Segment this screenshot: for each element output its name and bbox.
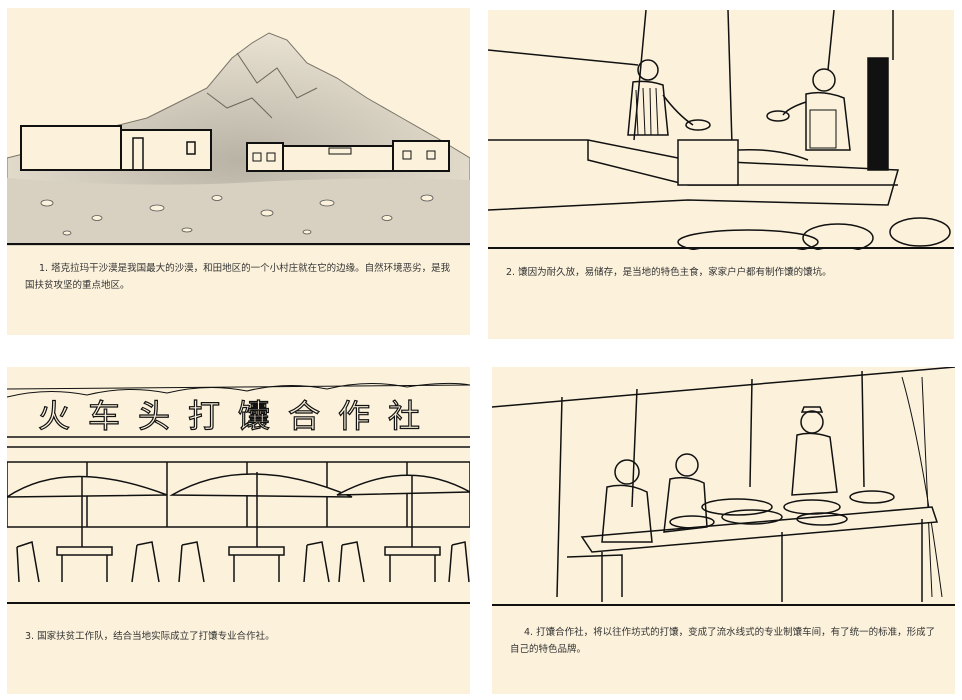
panel-number: 3. (25, 631, 35, 642)
panel-caption: 2. 馕因为耐久放，易储存，是当地的特色主食，家家户户都有制作馕的馕坑。 (506, 264, 940, 281)
cooperative-sign-text: 火车头打馕合作社 (38, 397, 438, 435)
caption-text: 塔克拉玛干沙漠是我国最大的沙漠，和田地区的一个小村庄就在它的边缘。自然环境恶劣，… (25, 263, 451, 291)
panel-number: 2. (506, 267, 516, 278)
panel-caption: 3. 国家扶贫工作队，结合当地实际成立了打馕专业合作社。 (25, 628, 456, 645)
caption-text: 国家扶贫工作队，结合当地实际成立了打馕专业合作社。 (37, 631, 275, 642)
panel-caption: 1. 塔克拉玛干沙漠是我国最大的沙漠，和田地区的一个小村庄就在它的边缘。自然环境… (25, 260, 456, 294)
comic-panel-4: 4. 打馕合作社，将以往作坊式的打馕，变成了流水线式的专业制馕车间，有了统一的标… (492, 367, 955, 694)
panel-caption: 4. 打馕合作社，将以往作坊式的打馕，变成了流水线式的专业制馕车间，有了统一的标… (510, 624, 941, 658)
panel-number: 4. (524, 627, 534, 638)
caption-text: 馕因为耐久放，易储存，是当地的特色主食，家家户户都有制作馕的馕坑。 (518, 267, 832, 278)
comic-panel-1: 1. 塔克拉玛干沙漠是我国最大的沙漠，和田地区的一个小村庄就在它的边缘。自然环境… (7, 8, 470, 335)
desert-village-illustration (7, 32, 470, 246)
cooperative-storefront-illustration: 火车头打馕合作社 (7, 382, 470, 604)
bakers-at-naan-oven-illustration (488, 10, 954, 250)
caption-text: 打馕合作社，将以往作坊式的打馕，变成了流水线式的专业制馕车间，有了统一的标准，形… (510, 627, 936, 655)
comic-panel-2: 2. 馕因为耐久放，易储存，是当地的特色主食，家家户户都有制作馕的馕坑。 (488, 10, 954, 339)
comic-panel-3: 火车头打馕合作社 3. 国家扶贫工作队，结合当地实际成立了打馕专业合作社。 (7, 367, 470, 694)
naan-workshop-illustration (492, 367, 955, 606)
panel-number: 1. (39, 263, 49, 274)
